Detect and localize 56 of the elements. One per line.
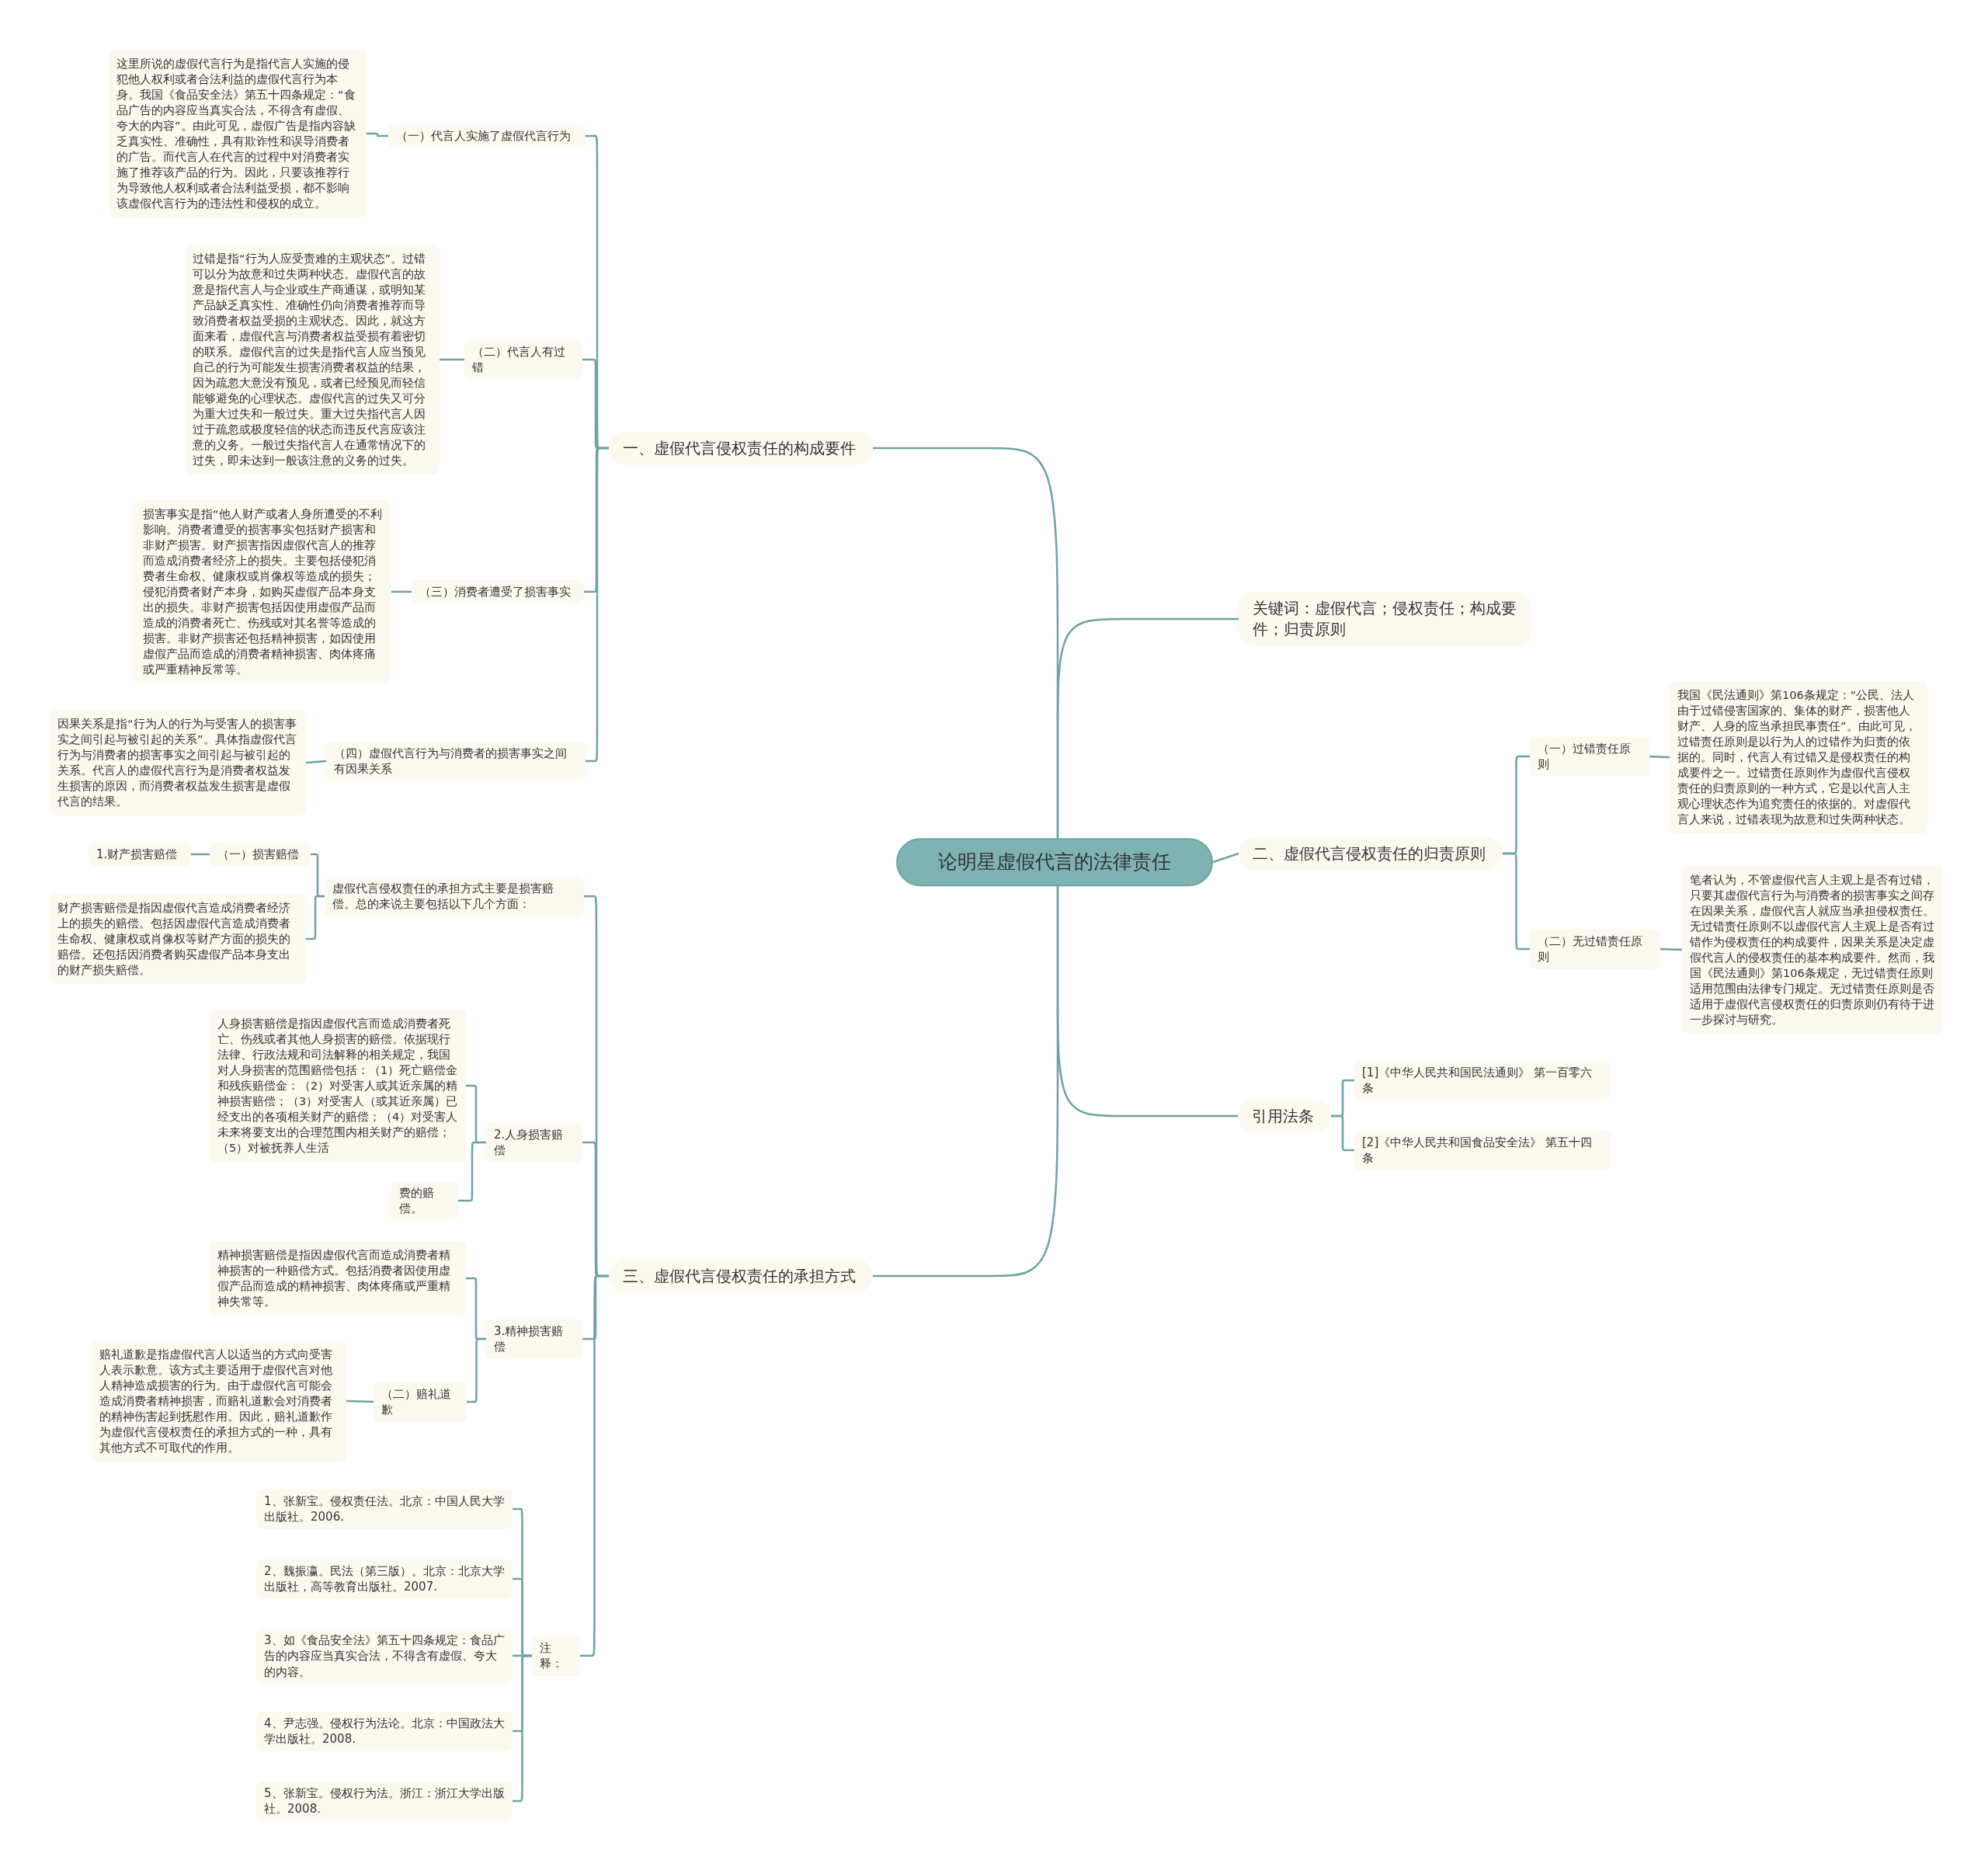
subtopic: （二）代言人有过错 <box>464 339 582 380</box>
branch-topic: 一、虚假代言侵权责任的构成要件 <box>609 431 873 465</box>
subtopic: （一）损害赔偿 <box>210 842 311 867</box>
connector-line <box>1212 852 1239 864</box>
note-card: 这里所说的虚假代言行为是指代言人实施的侵犯他人权利或者合法利益的虚假代言行为本身。我国《食品安全法》第五十四条规定：“食品广告的内容应当真实合法，不得含有虚假、夸大的内容”。由此可见，虚假广告是指内容缺乏真实性、准确性，具有欺诈性和误导消费者的广告。而代言人在代言的过程中对消费者实施了推荐该产品的行为。因此，只要该推荐行为导致他人权利或者合法利益受损，都不影响该虚假代言行为的违法性和侵权的成立。 <box>109 50 367 217</box>
branch-topic: 关键词：虚假代言；侵权责任；构成要件；归责原则 <box>1239 592 1532 646</box>
subtopic: 虚假代言侵权责任的承担方式主要是损害赔偿。总的来说主要包括以下几个方面： <box>325 876 584 916</box>
note-card: 财产损害赔偿是指因虚假代言造成消费者经济上的损失的赔偿。包括因虚假代言造成消费者生命权、健康权或肖像权等财产方面的损失的赔偿。还包括因消费者购买虚假产品本身支出的财产损失赔偿。 <box>50 894 306 984</box>
connector-line <box>346 1399 374 1403</box>
subtopic: （三）消费者遭受了损害事实 <box>412 579 584 604</box>
branch-topic: 二、虚假代言侵权责任的归责原则 <box>1239 836 1503 871</box>
note-card: 我国《民法通则》第106条规定：“公民、法人由于过错侵害国家的、集体的财产，损害他人财产、人身的应当承担民事责任”。由此可见，过错责任原则是以行为人的过错作为归责的依据的。同时，代言人有过错又是侵权责任的构成要件之一。过错责任原则作为虚假代言侵权责任的归责原则的一种方式，它是以代言人主观心理状态作为追究责任的依据的。对虚假代言人来说，过错表现为故意和过失两种状态。 <box>1670 681 1927 833</box>
connector-line <box>440 358 464 361</box>
subtopic: 5、张新宝。侵权行为法。浙江：浙江大学出版社。2008. <box>256 1781 513 1821</box>
subtopic: 3.精神损害赔偿 <box>486 1319 582 1359</box>
connector-line <box>191 853 210 856</box>
note-card: 过错是指“行为人应受责难的主观状态”。过错可以分为故意和过失两种状态。虚假代言的故意是指代言人与企业或生产商通谋，或明知某产品缺乏真实性、准确性仍向消费者推荐而导致消费者权益受损的主观状态。因此，就这方面来看，虚假代言与消费者权益受损有着密切的联系。虚假代言的过失是指代言人应当预见自己的行为可能发生损害消费者权益的结果，因为疏忽大意没有预见，或者已经预见而轻信能够避免的心理状态。虚假代言的过失又可分为重大过失和一般过失。重大过失指代言人因过于疏忽或极度轻信的状态而违反代言应该注意的义务。一般过失指代言人在通常情况下的过失，即未达到一般该注意的义务的过失。 <box>185 245 440 475</box>
connector-line <box>367 132 388 137</box>
subtopic: 4、尹志强。侵权行为法论。北京：中国政法大学出版社。2008. <box>256 1711 513 1751</box>
note-card: 人身损害赔偿是指因虚假代言而造成消费者死亡、伤残或者其他人身损害的赔偿。依据现行法律、行政法规和司法解释的相关规定，我国对人身损害的范围赔偿包括：（1）死亡赔偿金和残疾赔偿金：（2）对受害人或其近亲属的精神损害赔偿；（3）对受害人（或其近亲属）已经支出的各项相关财产的赔偿；（4）对受害人未来将要支出的合理范围内相关财产的赔偿；（5）对被抚养人生活 <box>210 1010 466 1162</box>
central-topic: 论明星虚假代言的法律责任 <box>896 838 1213 886</box>
note-card: 损害事实是指“他人财产或者人身所遭受的不利影响。消费者遭受的损害事实包括财产损害和非财产损害。财产损害指因虚假代言人的推荐而造成消费者经济上的损失。主要包括侵犯消费者生命权、健康权或肖像权等造成的损失；侵犯消费者财产本身，如购买虚假产品本身支出的损失。非财产损害包括因使用虚假产品而造成的消费者死亡、伤残或对其名誉等造成的损害。非财产损害还包括精神损害，如因使用虚假产品而造成的消费者精神损害、肉体疼痛或严重精神反常等。 <box>135 500 391 683</box>
connector-line <box>467 1337 486 1403</box>
connector-line <box>580 1274 609 1657</box>
subtopic: 2.人身损害赔偿 <box>486 1122 582 1163</box>
subtopic: （四）虚假代言行为与消费者的损害事实之间有因果关系 <box>326 741 586 781</box>
subtopic: 1、张新宝。侵权责任法。北京：中国人民大学出版社。2006. <box>256 1489 513 1529</box>
connector-line <box>305 760 327 764</box>
connector-line <box>873 885 1059 1278</box>
subtopic: （一）过错责任原则 <box>1530 736 1649 777</box>
subtopic: 费的赔偿。 <box>391 1180 458 1221</box>
connector-line <box>1056 617 1239 839</box>
note-card: 赔礼道歉是指虚假代言人以适当的方式向受害人表示歉意。该方式主要适用于虚假代言对他人精神造成损害的行为。由于虚假代言可能会造成消费者精神损害，而赔礼道歉会对消费者的精神伤害起到抚慰作用。因此，赔礼道歉作为虚假代言侵权责任的承担方式的一种，具有其他方式不可取代的作用。 <box>92 1340 346 1462</box>
connector-line <box>391 590 412 593</box>
connector-line <box>458 1141 486 1202</box>
connector-line <box>306 895 325 940</box>
connector-line <box>1331 1114 1354 1152</box>
connector-line <box>513 1654 532 1803</box>
subtopic: 注释： <box>532 1636 580 1676</box>
connector-line <box>1660 947 1683 951</box>
connector-line <box>1649 755 1670 759</box>
subtopic: （二）无过错责任原则 <box>1530 929 1660 969</box>
connector-line <box>586 447 609 763</box>
note-card: 因果关系是指“行为人的行为与受害人的损害事实之间引起与被引起的关系”。具体指虚假代言行为与消费者的损害事实之间引起与被引起的关系。代言人的虚假代言行为是消费者权益发生损害的原因，而消费者权益发生损害是虚假代言的结果。 <box>50 710 306 815</box>
subtopic: （二）赔礼道歉 <box>374 1382 467 1422</box>
subtopic: （一）代言人实施了虚假代言行为 <box>388 123 586 148</box>
connector-line <box>1503 852 1530 951</box>
branch-topic: 三、虚假代言侵权责任的承担方式 <box>609 1259 873 1293</box>
note-card: 笔者认为，不管虚假代言人主观上是否有过错，只要其虚假代言行为与消费者的损害事实之间存在因果关系，虚假代言人就应当承担侵权责任。无过错责任原则不以虚假代言人主观上是否有过错作为侵权责任的构成要件，因果关系是决定虚假代言人的侵权责任的基本构成要件。然而，我国《民法通则》第106条规定，无过错责任原则适用范围由法律专门规定。无过错责任原则是否适用于虚假代言侵权责任的归责原则仍有待于进一步探讨与研究。 <box>1682 866 1943 1034</box>
subtopic: 3、如《食品安全法》第五十四条规定：食品广告的内容应当真实合法，不得含有虚假、夸大的内容。 <box>256 1628 513 1684</box>
subtopic: 2、魏振瀛。民法（第三版）。北京：北京大学出版社，高等教育出版社。2007. <box>256 1559 513 1599</box>
subtopic: [1]《中华人民共和国民法通则》 第一百零六条 <box>1354 1060 1611 1100</box>
subtopic: [2]《中华人民共和国食品安全法》 第五十四条 <box>1354 1130 1611 1170</box>
branch-topic: 引用法条 <box>1238 1099 1331 1133</box>
subtopic: 1.财产损害赔偿 <box>89 842 191 867</box>
note-card: 精神损害赔偿是指因虚假代言而造成消费者精神损害的一种赔偿方式。包括消费者因使用虚假产品而造成的精神损害、肉体疼痛或严重精神失常等。 <box>210 1241 466 1316</box>
